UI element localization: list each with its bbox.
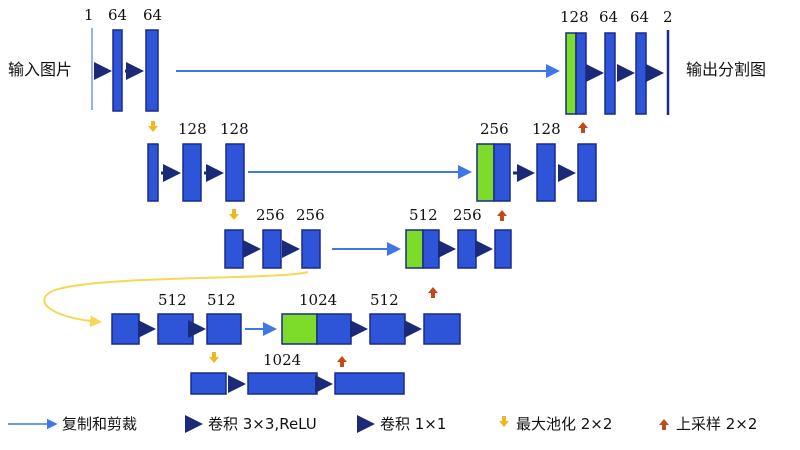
block-r2-conv1 — [536, 143, 556, 202]
upsample-arrow-4 — [337, 356, 347, 367]
block-bottom-conv2 — [334, 372, 405, 395]
block-r2-copy — [476, 143, 495, 202]
channel-label-r4-cat: 1024 — [299, 291, 337, 309]
legend-upsample-label: 上采样 2×2 — [676, 415, 757, 433]
channel-label-l3-c2: 256 — [296, 206, 325, 224]
channel-label-r1-out: 2 — [663, 8, 673, 26]
upsample-arrow-1 — [578, 122, 588, 133]
channel-label-l1-in: 1 — [84, 6, 94, 24]
block-l4-pooled — [111, 313, 140, 345]
channel-label-l3-c1: 256 — [256, 206, 285, 224]
channel-label-bottom-c1: 1024 — [263, 351, 301, 369]
block-r4-conv2 — [423, 313, 461, 345]
block-l4-conv2 — [206, 313, 242, 345]
channel-label-l2-c2: 128 — [220, 120, 249, 138]
channel-label-r2-cat: 256 — [480, 120, 509, 138]
channel-label-r3-c1: 256 — [453, 206, 482, 224]
block-r4-conv1 — [369, 313, 406, 345]
block-r1-copy — [565, 32, 577, 115]
block-l2-pooled — [147, 143, 159, 202]
block-r1-conv2 — [635, 32, 647, 115]
channel-label-r2-c1: 128 — [532, 120, 561, 138]
block-r4-up — [316, 313, 352, 345]
channel-label-r1-cat: 128 — [560, 8, 589, 26]
upsample-arrow-2 — [497, 210, 507, 221]
block-r3-copy — [405, 229, 424, 269]
legend-conv1x1-label: 卷积 1×1 — [380, 415, 446, 433]
block-l3-pooled — [224, 229, 244, 269]
channel-label-r1-c1: 64 — [599, 8, 618, 26]
legend-maxpool-label: 最大池化 2×2 — [516, 415, 612, 433]
block-r1-up — [575, 32, 587, 115]
block-l4-conv1 — [157, 313, 194, 345]
block-r1-conv1 — [604, 32, 616, 115]
maxpool-arrow-2 — [229, 209, 239, 220]
channel-label-l1-c1: 64 — [108, 6, 127, 24]
upsample-arrow-3 — [428, 287, 438, 298]
legend: 复制和剪裁 卷积 3×3,ReLU 卷积 1×1 最大池化 2×2 上采样 2×… — [8, 415, 757, 433]
channel-label-l4-c2: 512 — [207, 291, 236, 309]
output-segmentation-label: 输出分割图 — [686, 60, 766, 79]
block-l2-conv2 — [225, 143, 245, 202]
block-l1-conv1 — [112, 29, 123, 112]
block-bottom-pooled — [190, 372, 227, 395]
legend-upsample-icon — [659, 419, 669, 430]
maxpool-arrows — [148, 121, 239, 363]
block-r2-conv2 — [577, 143, 597, 202]
skip-curve-arrow — [43, 271, 309, 328]
input-image-label: 输入图片 — [8, 60, 72, 79]
block-r2-up — [493, 143, 511, 202]
block-l2-conv1 — [182, 143, 202, 202]
maxpool-arrow-3 — [209, 352, 219, 363]
legend-conv3x3-label: 卷积 3×3,ReLU — [208, 415, 317, 433]
block-l1-conv2 — [145, 29, 159, 112]
block-r3-conv2 — [494, 229, 512, 269]
channel-label-r4-c1: 512 — [370, 291, 399, 309]
channel-label-r1-c2: 64 — [630, 8, 649, 26]
channel-label-l4-c1: 512 — [158, 291, 187, 309]
channel-label-l2-c1: 128 — [178, 120, 207, 138]
block-r3-up — [422, 229, 440, 269]
block-l3-conv1 — [262, 229, 282, 269]
legend-copy-label: 复制和剪裁 — [62, 415, 137, 433]
block-r3-conv1 — [457, 229, 477, 269]
maxpool-arrow-1 — [148, 121, 158, 132]
channel-label-r3-cat: 512 — [409, 206, 438, 224]
block-r4-copy — [281, 313, 318, 345]
upsample-arrows — [337, 122, 588, 367]
channel-label-l1-c2: 64 — [143, 6, 162, 24]
block-l3-conv2 — [301, 229, 321, 269]
block-bottom-conv1 — [247, 372, 318, 395]
legend-maxpool-icon — [499, 416, 509, 427]
